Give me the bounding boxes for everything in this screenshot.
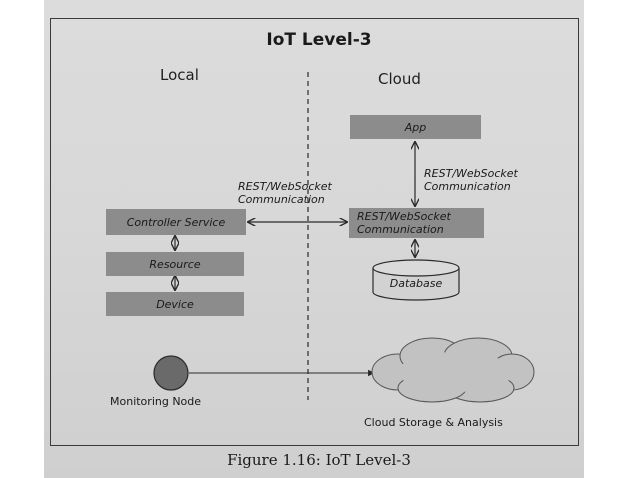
database-cylinder [372,259,460,301]
diagram-frame [50,18,579,446]
center-rest-line2: Communication [238,193,325,206]
local-heading: Local [160,66,199,84]
cloud-comm-box: REST/WebSocket Communication [349,208,484,238]
cloud-shape [371,337,535,403]
cloud-comm-line1: REST/WebSocket [357,210,451,223]
device-label: Device [156,297,194,311]
cloud-comm-line2: Communication [357,223,444,236]
center-rest-line1: REST/WebSocket [238,180,332,193]
controller-service-box: Controller Service [106,209,246,235]
figure-caption: Figure 1.16: IoT Level-3 [227,451,411,469]
device-box: Device [106,292,244,316]
cloud-storage-label: Cloud Storage & Analysis [364,416,503,429]
cloud-heading: Cloud [378,70,421,88]
diagram-title: IoT Level-3 [266,30,372,50]
database-label: Database [389,277,443,290]
resource-label: Resource [149,257,201,271]
right-rest-line2: Communication [424,180,511,193]
app-box: App [350,115,481,139]
monitoring-node-label: Monitoring Node [110,395,202,408]
right-rest-label: REST/WebSocket Communication [424,167,518,193]
resource-box: Resource [106,252,244,276]
monitoring-node-circle [153,355,189,391]
center-rest-label: REST/WebSocket Communication [238,180,332,206]
app-label: App [404,120,427,134]
right-rest-line1: REST/WebSocket [424,167,518,180]
controller-service-label: Controller Service [126,215,226,229]
